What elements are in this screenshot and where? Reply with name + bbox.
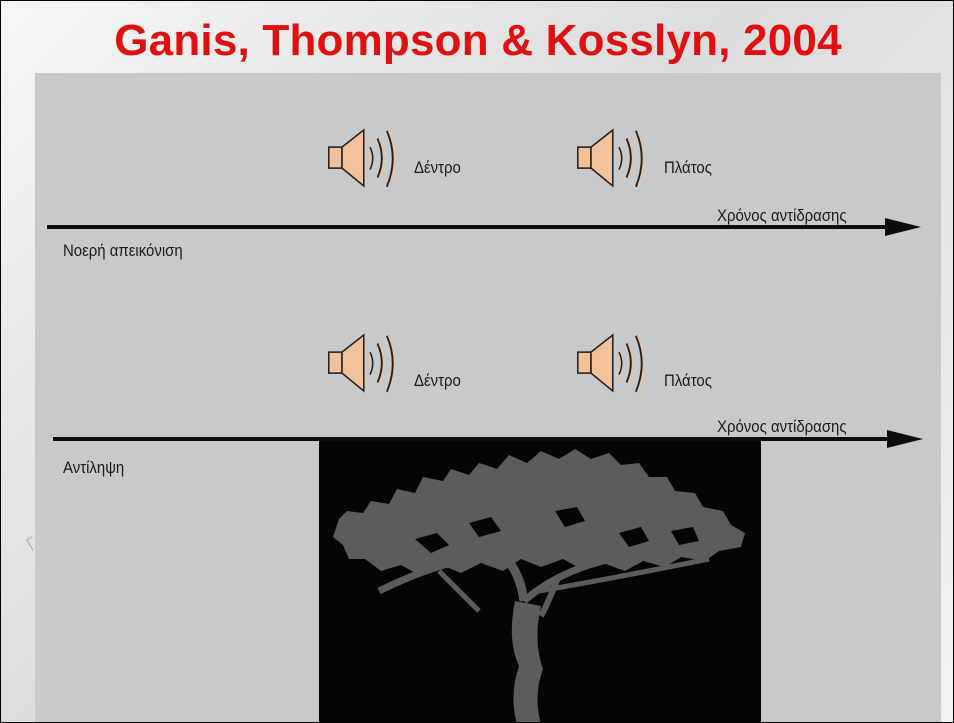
cue-word-width: Πλάτος: [664, 158, 712, 177]
condition-label-imagery: Νοερή απεικόνιση: [63, 241, 183, 260]
cue-word-width: Πλάτος: [664, 371, 712, 390]
cue-word-tree: Δέντρο: [414, 158, 461, 177]
speaker-icon: [328, 333, 396, 393]
speaker-icon: [328, 128, 396, 188]
speaker-icon: [576, 333, 645, 393]
stimulus-panel: [319, 441, 761, 722]
time-axis-line: [47, 225, 889, 229]
time-axis-arrowhead: [887, 430, 923, 448]
time-axis-line: [53, 437, 891, 441]
speaker-icon: [576, 128, 645, 188]
axis-label-reaction-time: Χρόνος αντίδρασης: [717, 206, 847, 225]
condition-label-perception: Αντίληψη: [63, 458, 125, 477]
slide-title: Ganis, Thompson & Kosslyn, 2004: [114, 16, 842, 65]
cue-word-tree: Δέντρο: [414, 371, 461, 390]
time-axis-arrowhead: [885, 218, 921, 236]
axis-label-reaction-time: Χρόνος αντίδρασης: [717, 417, 847, 436]
tree-silhouette-icon: [333, 449, 745, 722]
